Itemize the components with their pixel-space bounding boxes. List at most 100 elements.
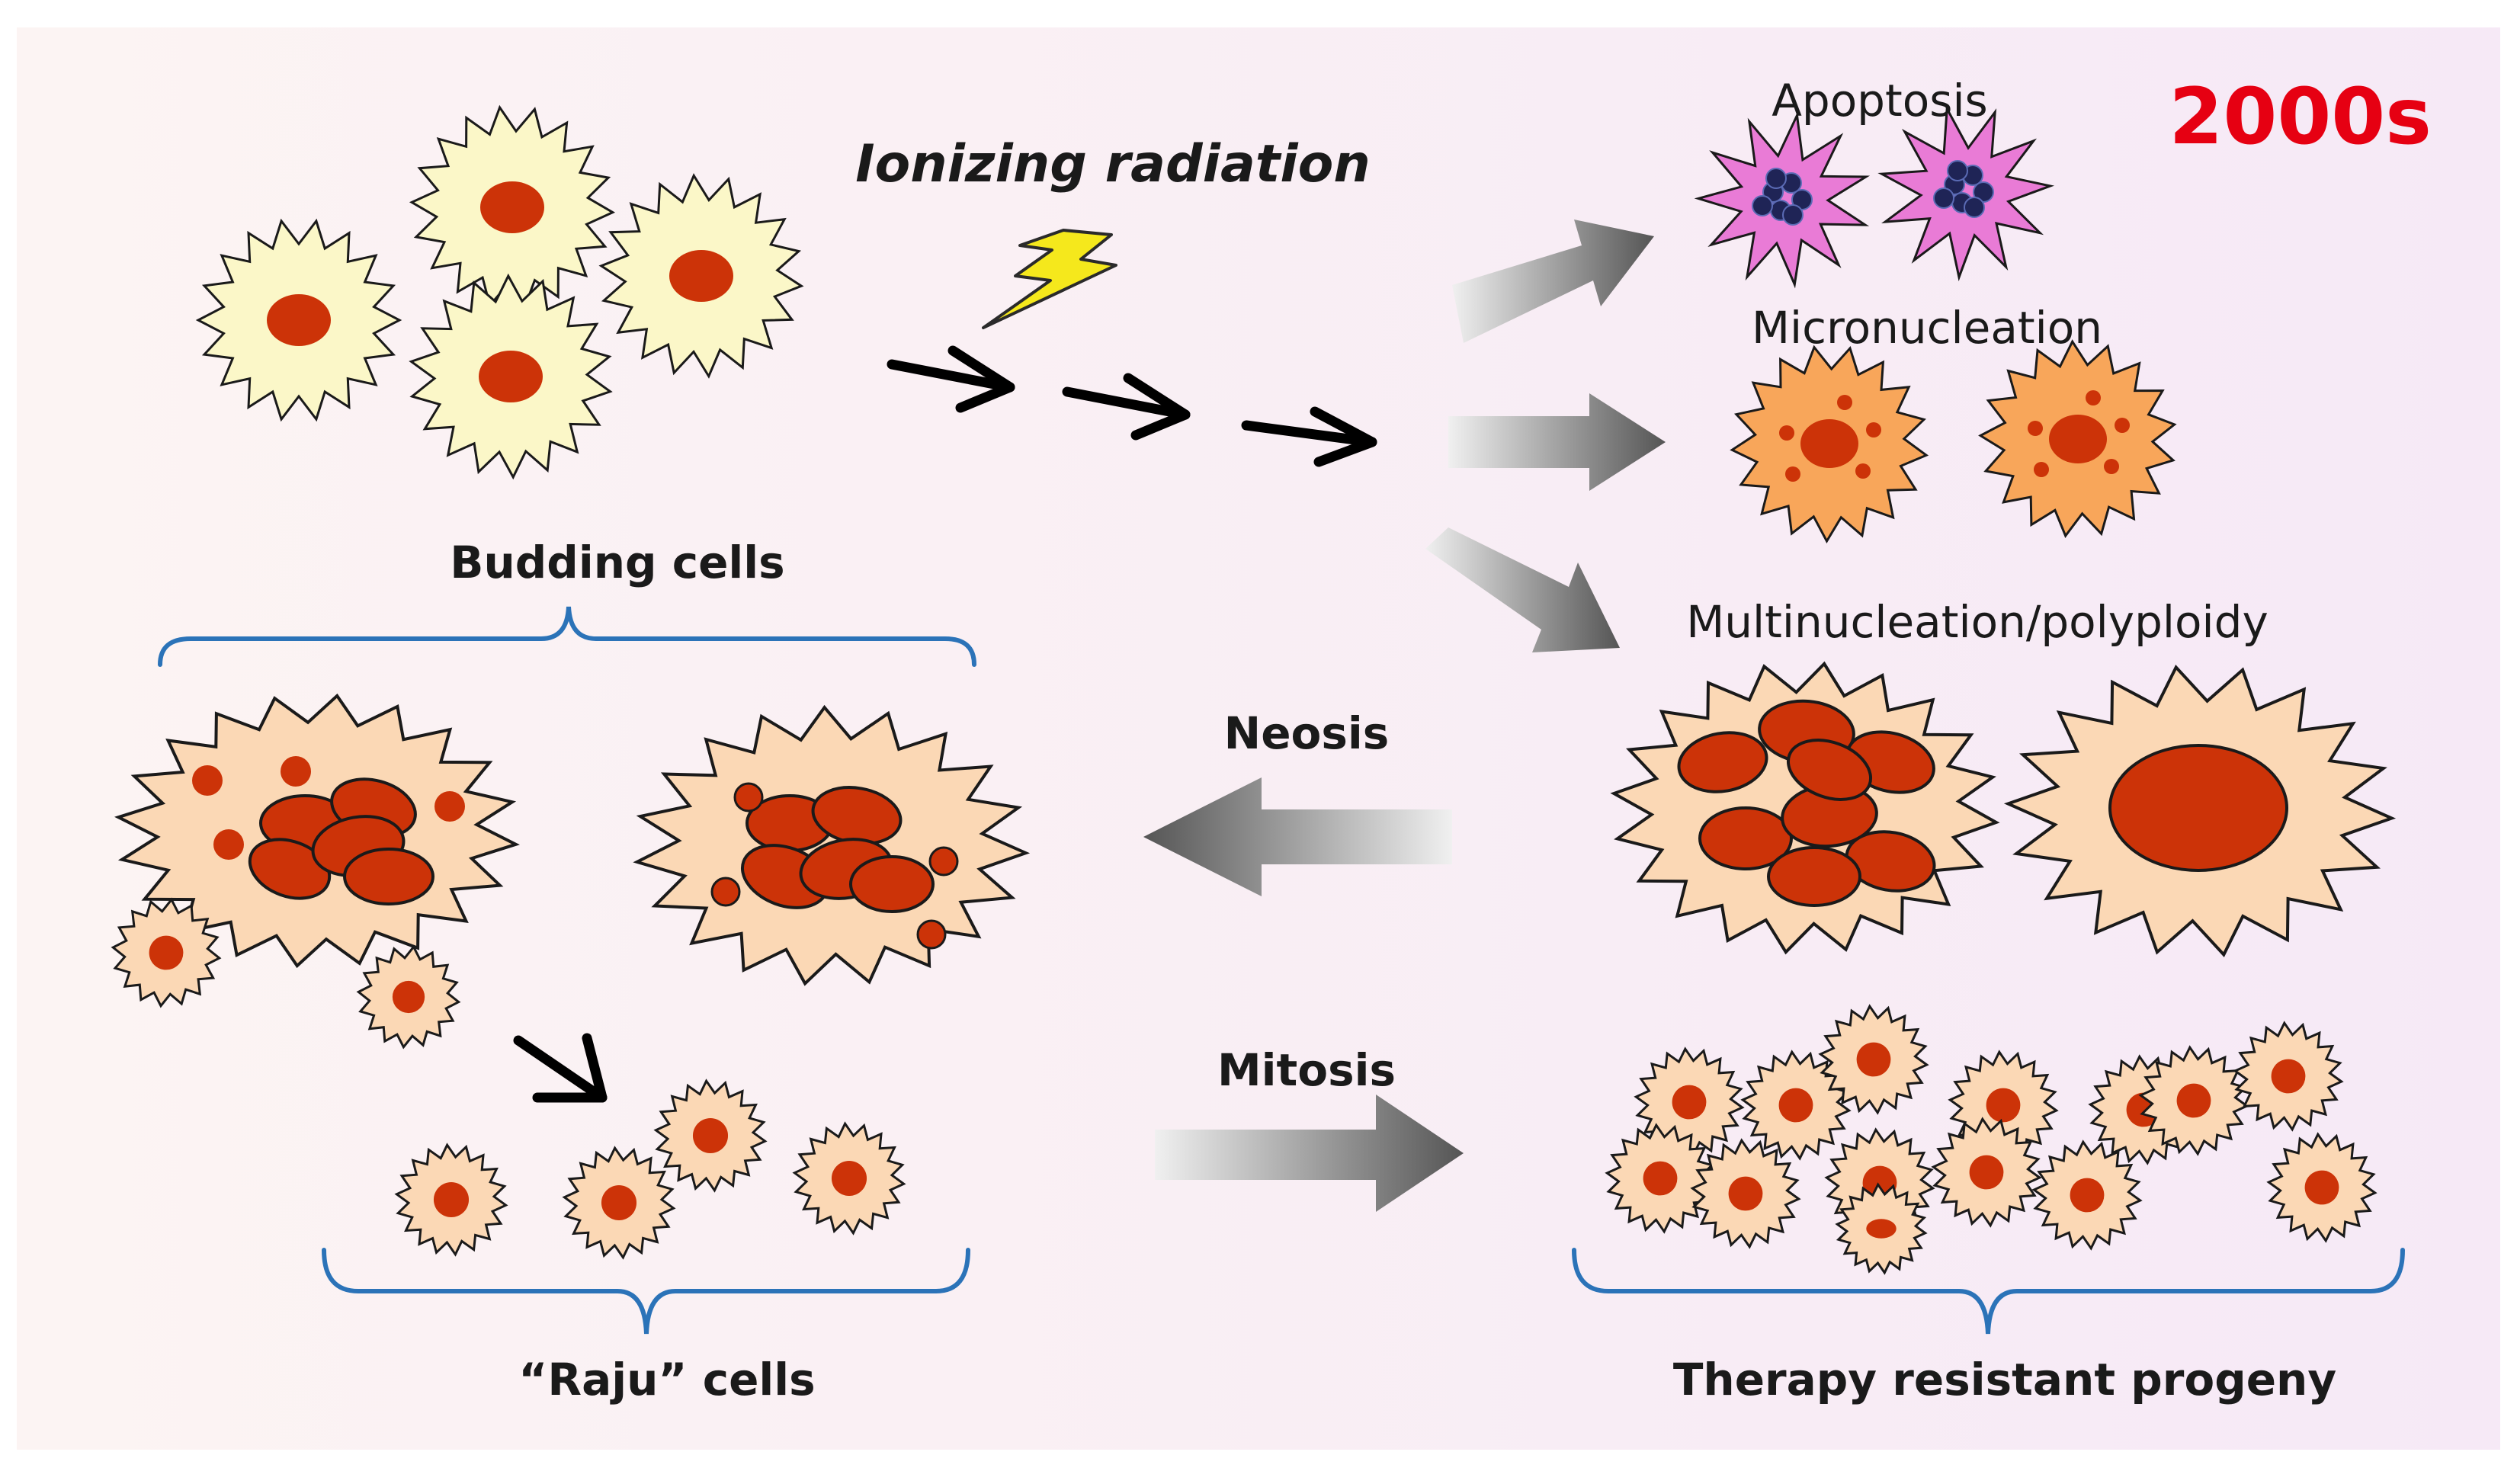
- micronucleus: [928, 846, 959, 877]
- nucleus: [433, 1181, 470, 1218]
- nucleus: [1800, 419, 1858, 468]
- micronucleus: [2115, 418, 2130, 433]
- micronucleus: [2028, 421, 2043, 436]
- micronucleus: [2104, 459, 2119, 474]
- micronucleus: [1855, 463, 1871, 479]
- progeny-cell: [1740, 1050, 1852, 1161]
- micronucleus: [2034, 462, 2049, 477]
- progeny-cell: [2031, 1139, 2143, 1251]
- micronucleated-cell: [1730, 345, 1929, 544]
- progeny-cell: [1818, 1004, 1929, 1115]
- nucleus: [2070, 1178, 2105, 1213]
- progeny-cell: [1605, 1123, 1716, 1234]
- nucleus: [1728, 1176, 1763, 1211]
- arrow-to-micronucleation: [1448, 393, 1666, 491]
- micronucleus: [1785, 466, 1800, 482]
- nucleus: [248, 838, 332, 900]
- apoptotic-cell: [1877, 104, 2055, 282]
- nucleus: [2176, 1083, 2211, 1118]
- micronucleated-cell: [1978, 339, 2177, 539]
- nucleus: [267, 294, 331, 346]
- micronucleus: [192, 765, 223, 796]
- apoptotic-body: [1964, 197, 1985, 218]
- normal-cell: [409, 273, 613, 480]
- nucleus: [392, 980, 425, 1014]
- nucleus: [2108, 744, 2288, 872]
- black-arrow-1: [887, 345, 1015, 413]
- neosis-label: Neosis: [1224, 707, 1390, 759]
- nucleus: [2049, 415, 2107, 463]
- micronucleation-label: Micronucleation: [1752, 302, 2102, 354]
- nucleus: [1672, 1085, 1707, 1120]
- raju-cell: [394, 1143, 508, 1257]
- nucleus: [1986, 1088, 2021, 1123]
- ionizing-radiation-label: Ionizing radiation: [855, 134, 1371, 194]
- nucleus: [1845, 830, 1936, 893]
- normal-cell: [195, 218, 402, 422]
- budding-daughter-cell: [111, 897, 222, 1008]
- progeny-cell: [1634, 1046, 1745, 1158]
- nucleus: [1767, 846, 1861, 907]
- progeny-cell: [1835, 1182, 1928, 1275]
- therapy-resistant-progeny-group: [1605, 1004, 2378, 1275]
- arrow-to-multinucleation: [1425, 527, 1620, 652]
- nucleus: [2304, 1170, 2339, 1205]
- nucleus: [343, 848, 434, 905]
- nucleus: [479, 351, 543, 402]
- nucleus: [480, 181, 544, 233]
- nucleus: [692, 1117, 729, 1154]
- nucleus: [669, 250, 733, 302]
- therapy-resistant-progeny-label: Therapy resistant progeny: [1673, 1354, 2336, 1405]
- nucleus: [849, 855, 935, 913]
- radiation-sequence-arrows: [513, 345, 1377, 1103]
- polyploid-giant-cell-group: [1610, 661, 2397, 957]
- brace-budding-cells: [158, 606, 976, 667]
- budding-cell: [111, 693, 520, 1050]
- micronucleus: [281, 756, 311, 787]
- budding-cells-label: Budding cells: [450, 537, 784, 588]
- micronucleus: [916, 919, 947, 950]
- micronucleus: [1779, 425, 1794, 441]
- micronucleus: [2086, 390, 2101, 405]
- progeny-cell: [2266, 1132, 2378, 1243]
- nucleus: [1786, 739, 1873, 801]
- budding-cell: [633, 704, 1031, 986]
- nucleus: [2271, 1059, 2306, 1094]
- nucleus: [601, 1184, 637, 1221]
- nucleus: [1698, 806, 1793, 870]
- nucleus: [831, 1160, 867, 1197]
- brace-raju-cells: [322, 1248, 970, 1335]
- micronucleus: [213, 829, 244, 860]
- apoptotic-body: [1933, 188, 1954, 209]
- nucleus: [1866, 1219, 1897, 1239]
- apoptotic-body: [1752, 195, 1773, 216]
- micronucleus: [710, 877, 741, 907]
- progeny-cell: [2138, 1045, 2249, 1156]
- apoptotic-body: [1782, 204, 1804, 226]
- polyploid-giant-cell: [2003, 665, 2397, 957]
- normal-cell: [598, 173, 804, 379]
- lightning-bolt-icon: [982, 229, 1117, 329]
- apoptosis-label: Apoptosis: [1772, 75, 1988, 127]
- apoptotic-cell: [1694, 111, 1871, 289]
- multinucleated-giant-cell: [1610, 661, 2000, 955]
- arrow-mitosis: [1155, 1095, 1464, 1212]
- budding-daughter-cell: [356, 944, 461, 1050]
- nucleus: [1677, 731, 1768, 793]
- raju-cells-label: “Raju” cells: [518, 1354, 815, 1405]
- brace-therapy-resistant-progeny: [1572, 1248, 2405, 1335]
- arrow-to-apoptosis: [1452, 220, 1654, 343]
- apoptotic-body: [1947, 160, 1968, 181]
- raju-cell-group: [394, 1079, 906, 1260]
- black-arrow-2: [1062, 373, 1191, 441]
- micronucleus: [434, 791, 465, 822]
- apoptotic-cell-group: [1694, 104, 2055, 289]
- micronucleus: [1866, 422, 1881, 438]
- black-arrow-budding: [513, 1033, 608, 1103]
- normal-cell-group: [195, 104, 804, 480]
- raju-cell: [562, 1146, 676, 1260]
- progeny-cell: [2233, 1021, 2344, 1132]
- micronucleated-cell-group: [1730, 339, 2177, 544]
